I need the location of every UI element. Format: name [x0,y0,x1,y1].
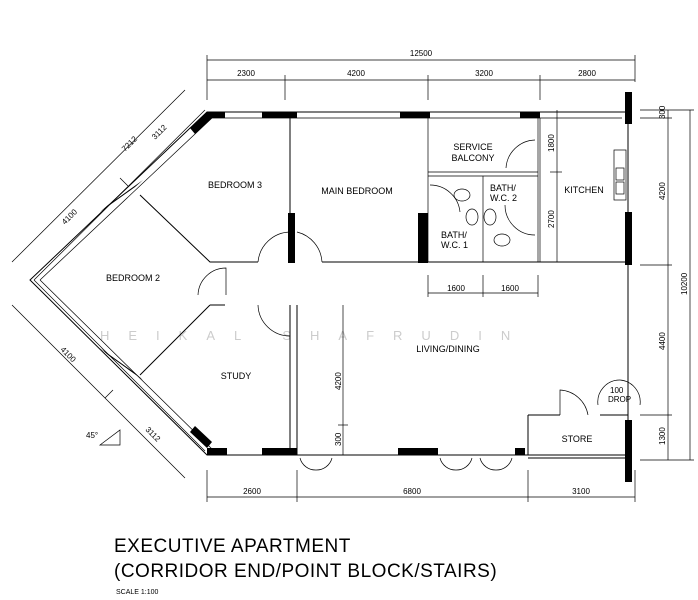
dim-right-3: 4400 [658,332,667,350]
label-kitchen: KITCHEN [564,185,604,195]
dim-diag-top-1: 3112 [150,122,169,141]
bottom-dimensions: 2600 6800 3100 [206,470,636,502]
dim-study-1: 4200 [334,372,343,390]
dim-right-1: 300 [658,105,667,119]
dim-kitchen-1: 1800 [547,134,556,152]
label-bath-2-b: W.C. 2 [490,193,517,203]
dim-bottom-3: 3100 [572,487,590,496]
label-bedroom-2: BEDROOM 2 [106,273,160,283]
dim-kitchen-2: 2700 [547,210,556,228]
label-bedroom-3: BEDROOM 3 [208,180,262,190]
dim-bottom-2: 6800 [403,487,421,496]
dim-diag-total: 7212 [120,134,139,153]
label-service-balcony-1: SERVICE [453,142,492,152]
right-dimensions: 300 4200 4400 1300 10200 1800 2700 1600 … [334,105,694,461]
dim-right-4: 1300 [658,427,667,445]
label-bath-1-b: W.C. 1 [441,240,468,250]
dim-bath-1: 1600 [447,284,465,293]
label-store: STORE [562,434,593,444]
dim-diag-bottom-2: 3112 [144,425,163,444]
dim-bottom-1: 2600 [243,487,261,496]
dim-bath-2: 1600 [501,284,519,293]
room-labels: BEDROOM 3 MAIN BEDROOM SERVICE BALCONY K… [106,142,631,444]
dim-top-1: 2300 [237,69,255,78]
label-study: STUDY [221,371,252,381]
label-drop-1: 100 [610,386,624,395]
dim-right-total: 10200 [680,272,689,295]
label-living-dining: LIVING/DINING [416,344,480,354]
top-dimensions: 12500 2300 4200 3200 2800 [206,49,636,100]
dim-top-3: 3200 [475,69,493,78]
label-service-balcony-2: BALCONY [451,153,494,163]
dim-diag-top-2: 4100 [60,207,79,226]
label-bath-1-a: BATH/ [441,230,467,240]
angle-label: 45° [86,431,98,440]
walls [29,92,641,482]
dim-right-2: 4200 [658,182,667,200]
dim-top-2: 4200 [347,69,365,78]
label-bath-2-a: BATH/ [490,183,516,193]
title-line-2: (CORRIDOR END/POINT BLOCK/STAIRS) [114,561,497,582]
watermark: HEIKAL SHAFRUDIN [100,328,529,343]
dim-total-width: 12500 [410,49,433,58]
label-drop-2: DROP [608,395,631,404]
dim-study-2: 300 [334,432,343,446]
title-line-1: EXECUTIVE APARTMENT [114,536,351,557]
label-main-bedroom: MAIN BEDROOM [321,186,393,196]
dim-top-4: 2800 [578,69,596,78]
scale-label: SCALE 1:100 [116,589,159,596]
